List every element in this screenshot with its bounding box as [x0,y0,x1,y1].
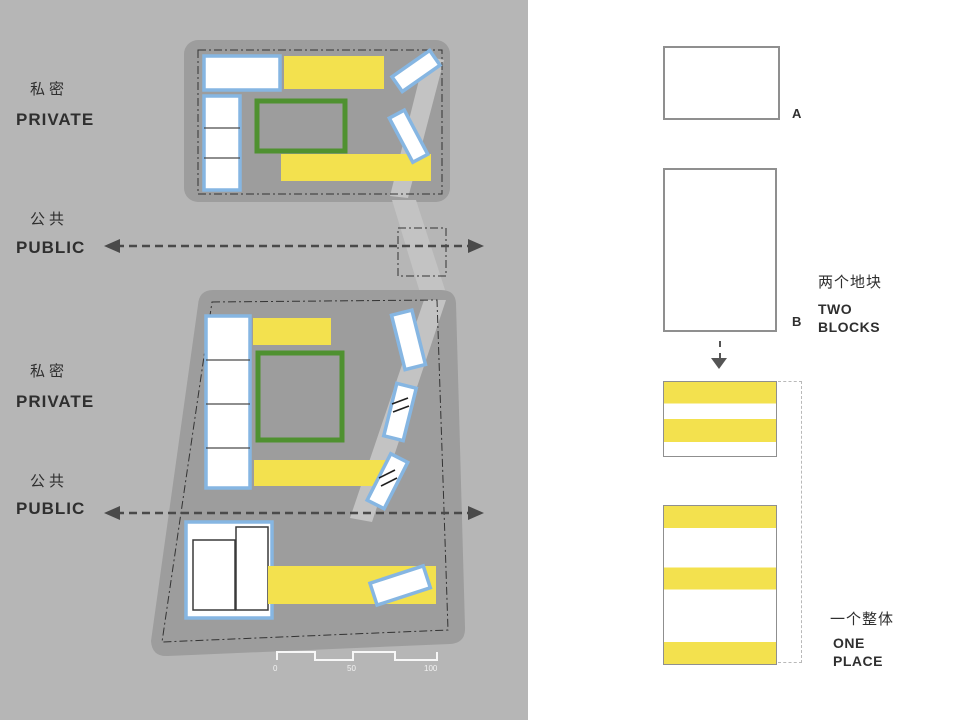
lower-tilted-building-1 [389,308,428,372]
block-b-label: B [792,314,802,329]
private-label-zh-top: 私密 [30,81,69,98]
block-a-outline [663,46,780,120]
one-place-label-en: ONE PLACE [833,635,883,670]
block-b-outline [663,168,777,332]
upper-building-northwest [202,54,282,92]
arrow-left-head [104,506,120,520]
hatch-mark [392,405,410,413]
lower-building-mid-yellow-bar [254,460,390,486]
lower-building-west-bar [204,314,252,490]
private-label-en-top: PRIVATE [16,110,95,129]
hatch-mark [380,477,398,487]
hatch-mark [391,397,409,405]
public-label-en-bottom: PUBLIC [16,499,86,518]
block-a-label: A [792,106,802,121]
southwest-inner-unit-left [192,539,236,611]
gap-boundary [397,227,447,277]
upper-building-north-yellow [284,56,384,89]
scale-label-0: 0 [273,664,278,673]
hatch-mark [378,469,396,479]
public-label-en-top: PUBLIC [16,238,86,257]
public-label-zh-top: 公共 [30,211,69,228]
site-plan-panel: 0 50 100 私密 PRIVATE 公共 PUBLIC 私密 PRIVATE… [0,0,528,720]
upper-building-west-bar [202,94,242,192]
upper-tilted-building-mid [386,107,431,165]
private-label-en-bottom: PRIVATE [16,392,95,411]
arrow-right-head [468,239,484,253]
two-blocks-label-en: TWO BLOCKS [818,301,881,336]
lower-courtyard-green [255,350,345,443]
scale-label-50: 50 [347,664,356,673]
transform-arrow-head [711,358,727,369]
southwest-inner-unit-right [235,526,269,611]
private-label-zh-bottom: 私密 [30,363,69,380]
scale-bar [276,651,438,661]
lower-building-north-yellow [253,318,331,345]
one-place-label-zh: 一个整体 [830,611,895,628]
lower-tilted-building-south [367,563,433,608]
arrow-left-head [104,239,120,253]
lower-site-boundary [161,299,449,643]
scale-label-100: 100 [424,664,438,673]
site-plan-drawing: 0 50 100 [104,40,484,673]
upper-building-south-yellow-bar [281,154,431,181]
one-place-bracket [778,381,802,663]
arrow-right-head [468,506,484,520]
merged-block-striped-large [663,505,777,665]
transform-arrow-shaft [719,341,721,359]
upper-tilted-building-top [389,47,443,95]
lower-tilted-building-3 [364,451,411,512]
upper-courtyard-green [254,98,348,154]
connector-path [392,200,447,296]
upper-site-boundary [197,49,443,195]
merged-block-striped-small [663,381,777,457]
two-blocks-label-zh: 两个地块 [818,274,883,291]
public-label-zh-bottom: 公共 [30,473,69,490]
concept-diagram-panel: A B 两个地块 TWO BLOCKS 一个整体 ONE PLACE [528,0,960,720]
lower-tilted-building-2 [381,381,419,443]
